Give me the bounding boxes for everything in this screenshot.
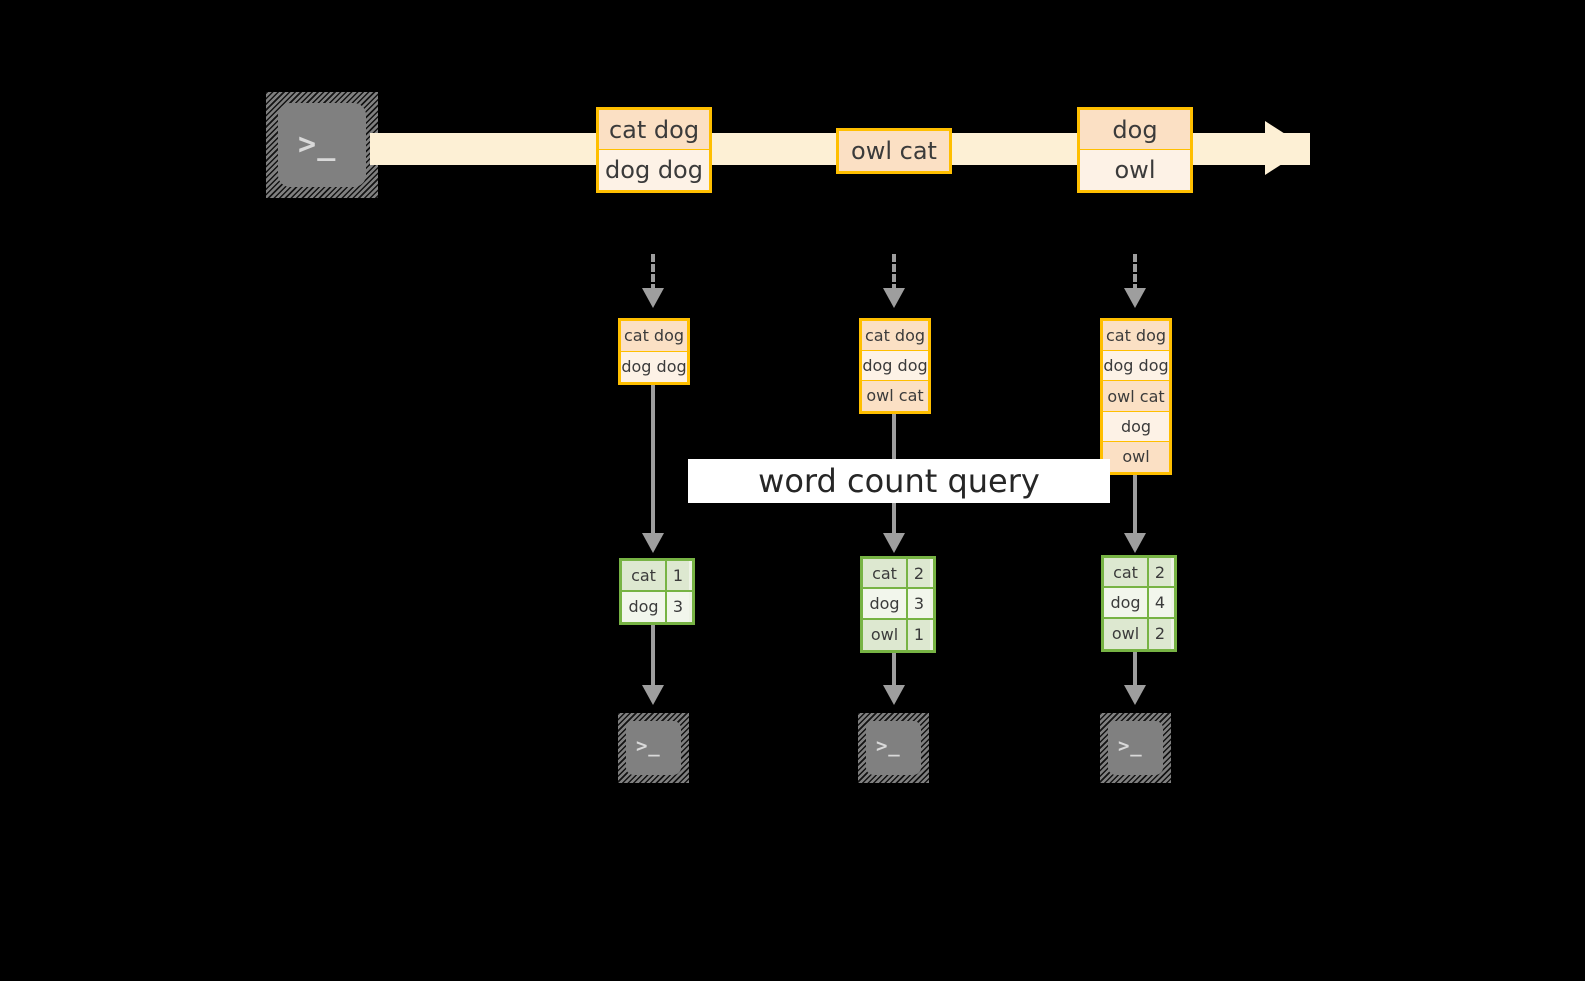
snapshot-2-input-line-2: dog dog <box>862 351 928 381</box>
stream-record-2: owl cat <box>836 128 952 174</box>
snapshot-1-count-table: cat 1 dog 3 <box>619 558 695 625</box>
terminal-prompt-glyph: >_ <box>1118 735 1143 757</box>
count-word: owl <box>863 619 908 651</box>
snapshot-1-input-dashed-line <box>651 254 655 292</box>
snapshot-1-input-records: cat dog dog dog <box>618 318 690 385</box>
stream-record-1: cat dog dog dog <box>596 107 712 193</box>
table-row: owl 1 <box>863 619 933 651</box>
snapshot-3-input-line-1: cat dog <box>1103 321 1169 352</box>
count-word: cat <box>622 561 667 590</box>
snapshot-3-input-line-3: owl cat <box>1103 381 1169 412</box>
snapshot-2-query-arrowhead <box>883 533 905 553</box>
snapshot-3-input-records: cat dog dog dog owl cat dog owl <box>1100 318 1172 475</box>
count-value: 1 <box>908 619 930 651</box>
count-value: 2 <box>1149 618 1171 650</box>
count-word: cat <box>863 559 908 588</box>
query-label-banner: word count query <box>688 459 1110 503</box>
snapshot-1-sink-arrowhead <box>642 685 664 705</box>
count-value: 3 <box>667 591 689 622</box>
snapshot-3-sink-arrowhead <box>1124 685 1146 705</box>
terminal-body <box>626 721 681 775</box>
snapshot-2-count-table: cat 2 dog 3 owl 1 <box>860 556 936 653</box>
table-row: dog 4 <box>1104 588 1174 619</box>
table-row: owl 2 <box>1104 618 1174 650</box>
snapshot-2-sink-arrowhead <box>883 685 905 705</box>
count-value: 2 <box>1149 558 1171 587</box>
count-value: 3 <box>908 589 930 618</box>
snapshot-2-input-arrowhead <box>883 288 905 308</box>
table-row: cat 2 <box>863 559 933 590</box>
snapshot-3-input-line-2: dog dog <box>1103 351 1169 382</box>
snapshot-1-input-line-2: dog dog <box>621 351 687 382</box>
snapshot-1-input-arrowhead <box>642 288 664 308</box>
snapshot-3-sink-terminal-icon: >_ <box>1100 713 1171 783</box>
stream-arrowhead <box>1265 121 1307 175</box>
snapshot-3-input-arrowhead <box>1124 288 1146 308</box>
count-value: 4 <box>1149 588 1171 617</box>
count-value: 2 <box>908 559 930 588</box>
table-row: dog 3 <box>622 591 692 622</box>
stream-record-3-line-2: owl <box>1080 150 1190 190</box>
snapshot-1-query-arrowhead <box>642 533 664 553</box>
snapshot-3-input-line-4: dog <box>1103 411 1169 442</box>
snapshot-2-input-dashed-line <box>892 254 896 292</box>
snapshot-1-input-line-1: cat dog <box>621 321 687 352</box>
snapshot-2-sink-line <box>892 653 896 687</box>
terminal-prompt-glyph: >_ <box>298 127 337 162</box>
snapshot-1-query-line <box>651 385 655 535</box>
table-row: cat 1 <box>622 561 692 592</box>
snapshot-2-input-records: cat dog dog dog owl cat <box>859 318 931 414</box>
snapshot-3-count-table: cat 2 dog 4 owl 2 <box>1101 555 1177 652</box>
table-row: cat 2 <box>1104 558 1174 589</box>
snapshot-2-input-line-3: owl cat <box>862 381 928 411</box>
stream-record-1-line-1: cat dog <box>599 110 709 150</box>
count-word: dog <box>863 589 908 618</box>
count-word: dog <box>622 591 667 622</box>
stream-record-1-line-2: dog dog <box>599 150 709 190</box>
count-word: owl <box>1104 618 1149 650</box>
snapshot-3-sink-line <box>1133 652 1137 687</box>
count-value: 1 <box>667 561 689 590</box>
count-word: dog <box>1104 588 1149 617</box>
stream-record-2-line-1: owl cat <box>839 131 949 171</box>
snapshot-1-sink-terminal-icon: >_ <box>618 713 689 783</box>
terminal-body <box>278 103 366 187</box>
terminal-prompt-glyph: >_ <box>876 735 901 757</box>
terminal-body <box>1108 721 1163 775</box>
snapshot-3-query-line <box>1133 475 1137 535</box>
stream-record-3-line-1: dog <box>1080 110 1190 150</box>
count-word: cat <box>1104 558 1149 587</box>
terminal-prompt-glyph: >_ <box>636 735 661 757</box>
snapshot-2-input-line-1: cat dog <box>862 321 928 351</box>
snapshot-3-input-line-5: owl <box>1103 441 1169 472</box>
snapshot-3-input-dashed-line <box>1133 254 1137 292</box>
snapshot-3-query-arrowhead <box>1124 533 1146 553</box>
snapshot-2-sink-terminal-icon: >_ <box>858 713 929 783</box>
table-row: dog 3 <box>863 589 933 620</box>
stream-record-3: dog owl <box>1077 107 1193 193</box>
terminal-body <box>866 721 921 775</box>
stream-source-terminal-icon: >_ <box>266 92 378 198</box>
snapshot-1-sink-line <box>651 625 655 687</box>
